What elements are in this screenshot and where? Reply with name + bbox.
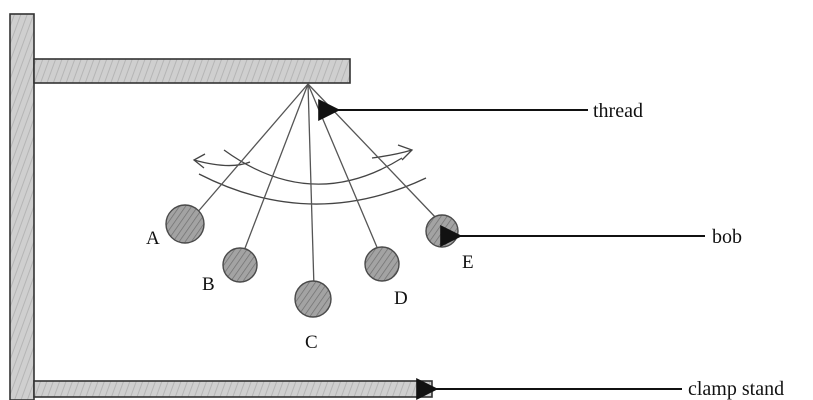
clamp-stand-label: clamp stand bbox=[688, 378, 784, 400]
label-d: D bbox=[394, 288, 408, 309]
label-a: A bbox=[146, 228, 160, 249]
bob-a bbox=[165, 204, 205, 244]
label-e: E bbox=[462, 252, 474, 273]
thread-a bbox=[195, 83, 309, 215]
bob-label: bob bbox=[712, 226, 742, 248]
bob-c bbox=[294, 280, 332, 318]
stand-pole bbox=[9, 13, 35, 400]
left-arrow-arc bbox=[193, 159, 251, 167]
position-labels: A B C D E bbox=[146, 228, 474, 353]
thread-c bbox=[307, 83, 315, 289]
label-c: C bbox=[305, 332, 318, 353]
left-arrowhead bbox=[192, 153, 206, 169]
bob-e bbox=[425, 214, 459, 248]
bob-b bbox=[222, 247, 258, 283]
bob-d bbox=[364, 246, 400, 282]
stand-base bbox=[33, 380, 433, 398]
stand-top-arm bbox=[33, 58, 351, 84]
annotation-labels: thread bob clamp stand bbox=[593, 100, 784, 400]
right-arrow-arc bbox=[371, 149, 413, 159]
label-b: B bbox=[202, 274, 215, 295]
swing-arcs bbox=[192, 144, 427, 205]
thread-label: thread bbox=[593, 100, 643, 122]
thread-e bbox=[307, 83, 439, 221]
inner-arc bbox=[198, 173, 427, 205]
annotation-arrows bbox=[318, 99, 705, 400]
thread-b bbox=[241, 83, 309, 257]
right-arrowhead bbox=[397, 144, 414, 161]
clamp-stand bbox=[9, 13, 433, 400]
